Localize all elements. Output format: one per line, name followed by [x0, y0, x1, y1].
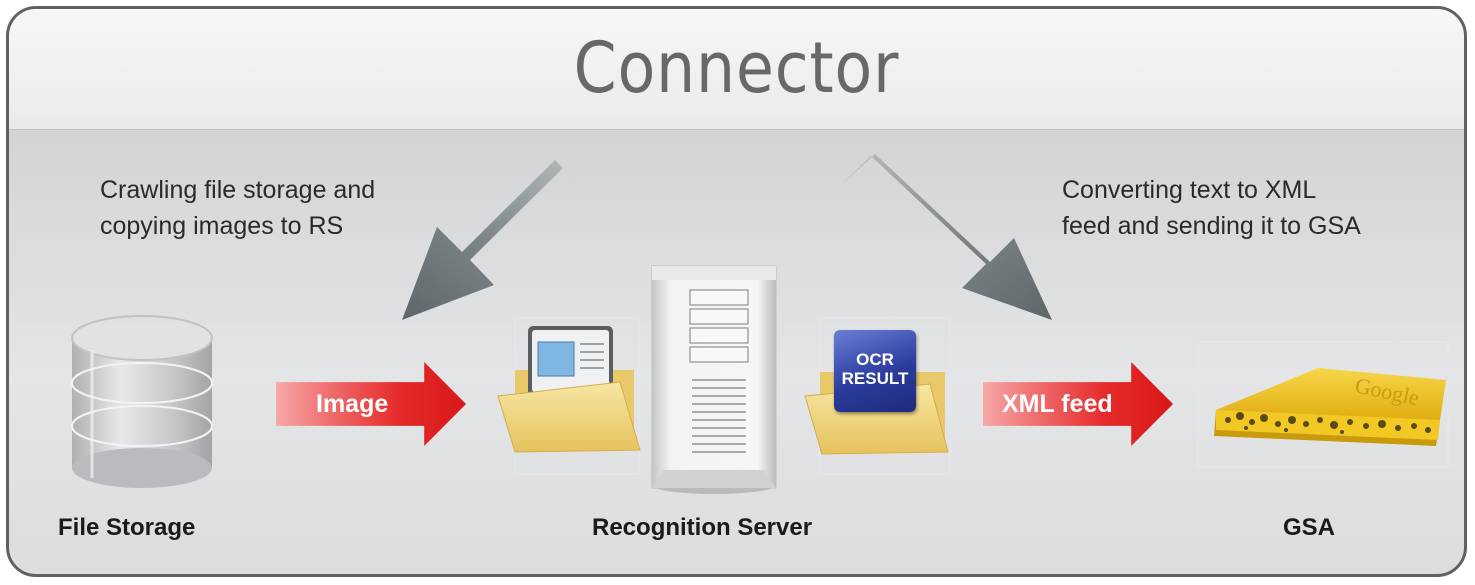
xml-feed-flow-label: XML feed: [1002, 390, 1113, 418]
crawl-arrow: [402, 160, 590, 320]
convert-description-line1: Converting text to XML: [1062, 176, 1317, 204]
gsa-label: GSA: [1283, 514, 1336, 541]
file-storage-label: File Storage: [58, 514, 196, 541]
convert-description: Converting text to XML feed and sending …: [1062, 172, 1361, 244]
feed-arrow: [840, 154, 1052, 320]
convert-description-line2: feed and sending it to GSA: [1062, 212, 1361, 240]
ocr-badge-line2: RESULT: [841, 369, 909, 388]
gsa-appliance-icon: [1214, 368, 1446, 446]
crawl-description-line2: copying images to RS: [100, 212, 344, 240]
image-folder-icon: [497, 326, 641, 453]
server-icon: [651, 265, 777, 494]
database-icon: [71, 315, 213, 488]
image-flow-label: Image: [316, 390, 389, 418]
ocr-badge-line1: OCR: [856, 350, 894, 369]
ocr-result-badge: OCR RESULT: [834, 330, 916, 412]
recognition-server-label: Recognition Server: [592, 514, 813, 541]
diagram-title: Connector: [573, 27, 900, 109]
crawl-description: Crawling file storage and copying images…: [100, 172, 375, 244]
header-band: Connector: [9, 9, 1464, 130]
gsa-tile: [1197, 341, 1449, 468]
crawl-description-line1: Crawling file storage and: [100, 176, 376, 204]
